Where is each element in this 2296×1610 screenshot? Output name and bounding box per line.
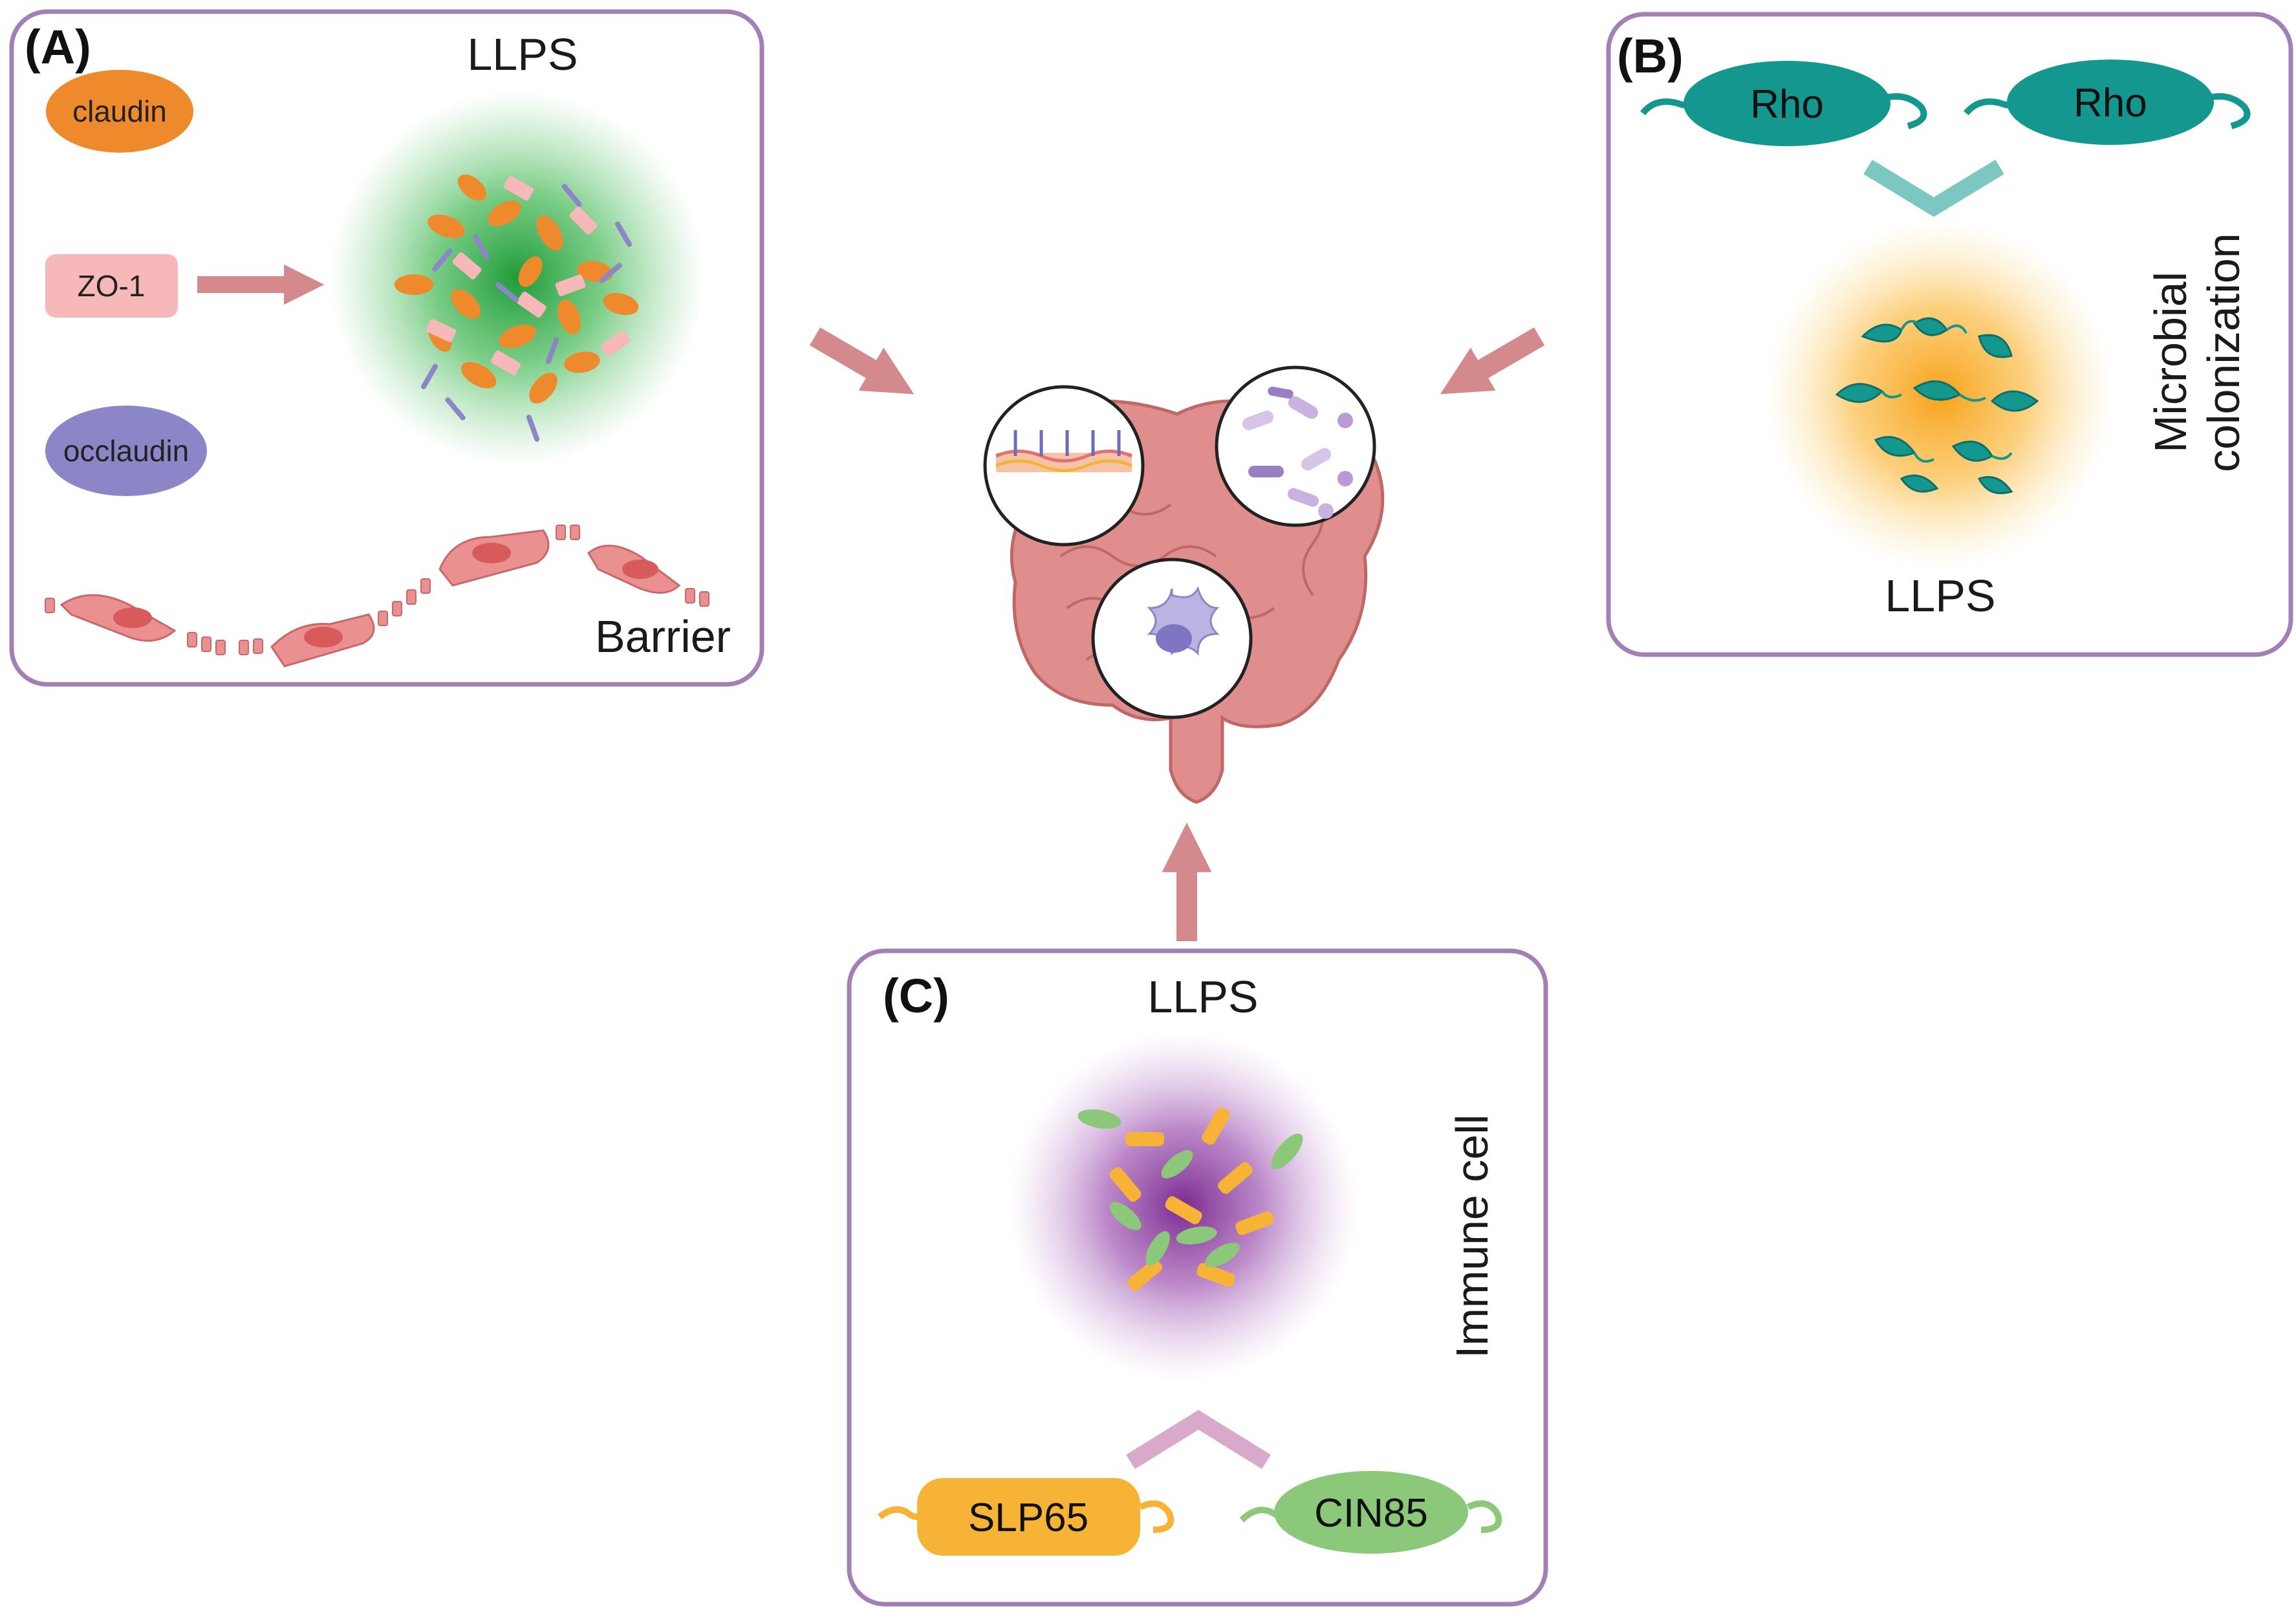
- panel-c-side-text: Immune cell: [1447, 1115, 1497, 1358]
- panel-c-tag: (C): [883, 969, 949, 1023]
- panel-a-tag: (A): [25, 20, 91, 74]
- zo1-shape: [45, 254, 178, 318]
- panel-b-side-label: Microbial colonization: [2145, 233, 2249, 472]
- rho-left-label: Rho: [1750, 82, 1824, 127]
- slp65-tail-right: [1138, 1500, 1175, 1533]
- barrier-label: Barrier: [595, 611, 731, 662]
- panel-c-side-label: Immune cell: [1447, 1115, 1497, 1358]
- rho-right-tail-right: [2211, 93, 2251, 129]
- panel-a: (A) LLPS claudin ZO-1 occlaudin: [9, 9, 764, 687]
- microbes-detail: [1242, 386, 1353, 519]
- rho-condensate: [1835, 317, 2039, 494]
- occlaudin-label: occlaudin: [63, 434, 189, 468]
- cin85-tail-right: [1466, 1500, 1502, 1533]
- cin85-shape: [1274, 1471, 1468, 1554]
- intestine-illustration: [983, 365, 1385, 804]
- panel-b-side-line1: Microbial: [2145, 272, 2196, 453]
- connecting-arrows: [809, 327, 1545, 941]
- rho-right-shape: [2007, 60, 2214, 145]
- panel-b-side-line2: colonization: [2198, 233, 2249, 472]
- panel-b: (B) Rho Rho: [1606, 12, 2293, 657]
- rho-right-label: Rho: [2074, 81, 2147, 125]
- immune-cell-detail: [1147, 586, 1220, 656]
- slp65-label: SLP65: [968, 1496, 1088, 1540]
- barrier-cells: [45, 525, 709, 668]
- immune-condensate: [1078, 1107, 1303, 1291]
- zo1-label: ZO-1: [78, 269, 146, 303]
- panel-c: (C) LLPS Immune cell: [847, 948, 1548, 1607]
- rho-left-tail-right: [1888, 93, 1927, 129]
- occlaudin-shape: [45, 406, 207, 496]
- panel-a-llps-label: LLPS: [467, 29, 578, 80]
- claudin-shape: [46, 70, 193, 153]
- panel-b-tag: (B): [1617, 29, 1684, 83]
- epithelium-detail: [995, 430, 1132, 472]
- panel-a-llps-droplet: [330, 91, 705, 466]
- panel-c-merge-chevron: [1126, 1409, 1271, 1470]
- panel-a-condensate-proteins: [395, 174, 639, 442]
- arrow-a-to-center: [809, 327, 915, 395]
- slp65-shape: [917, 1478, 1140, 1556]
- microbes-zoom-circle: [1215, 365, 1376, 527]
- panel-c-llps-label: LLPS: [1147, 972, 1258, 1022]
- claudin-label: claudin: [72, 94, 167, 128]
- arrow-b-to-center: [1440, 327, 1545, 395]
- rho-left-shape: [1684, 61, 1890, 146]
- rho-condensate-tails: [1881, 320, 2013, 463]
- panel-b-merge-chevron: [1863, 159, 2004, 217]
- cin85-label: CIN85: [1314, 1491, 1428, 1536]
- panel-b-llps-label: LLPS: [1885, 571, 1995, 621]
